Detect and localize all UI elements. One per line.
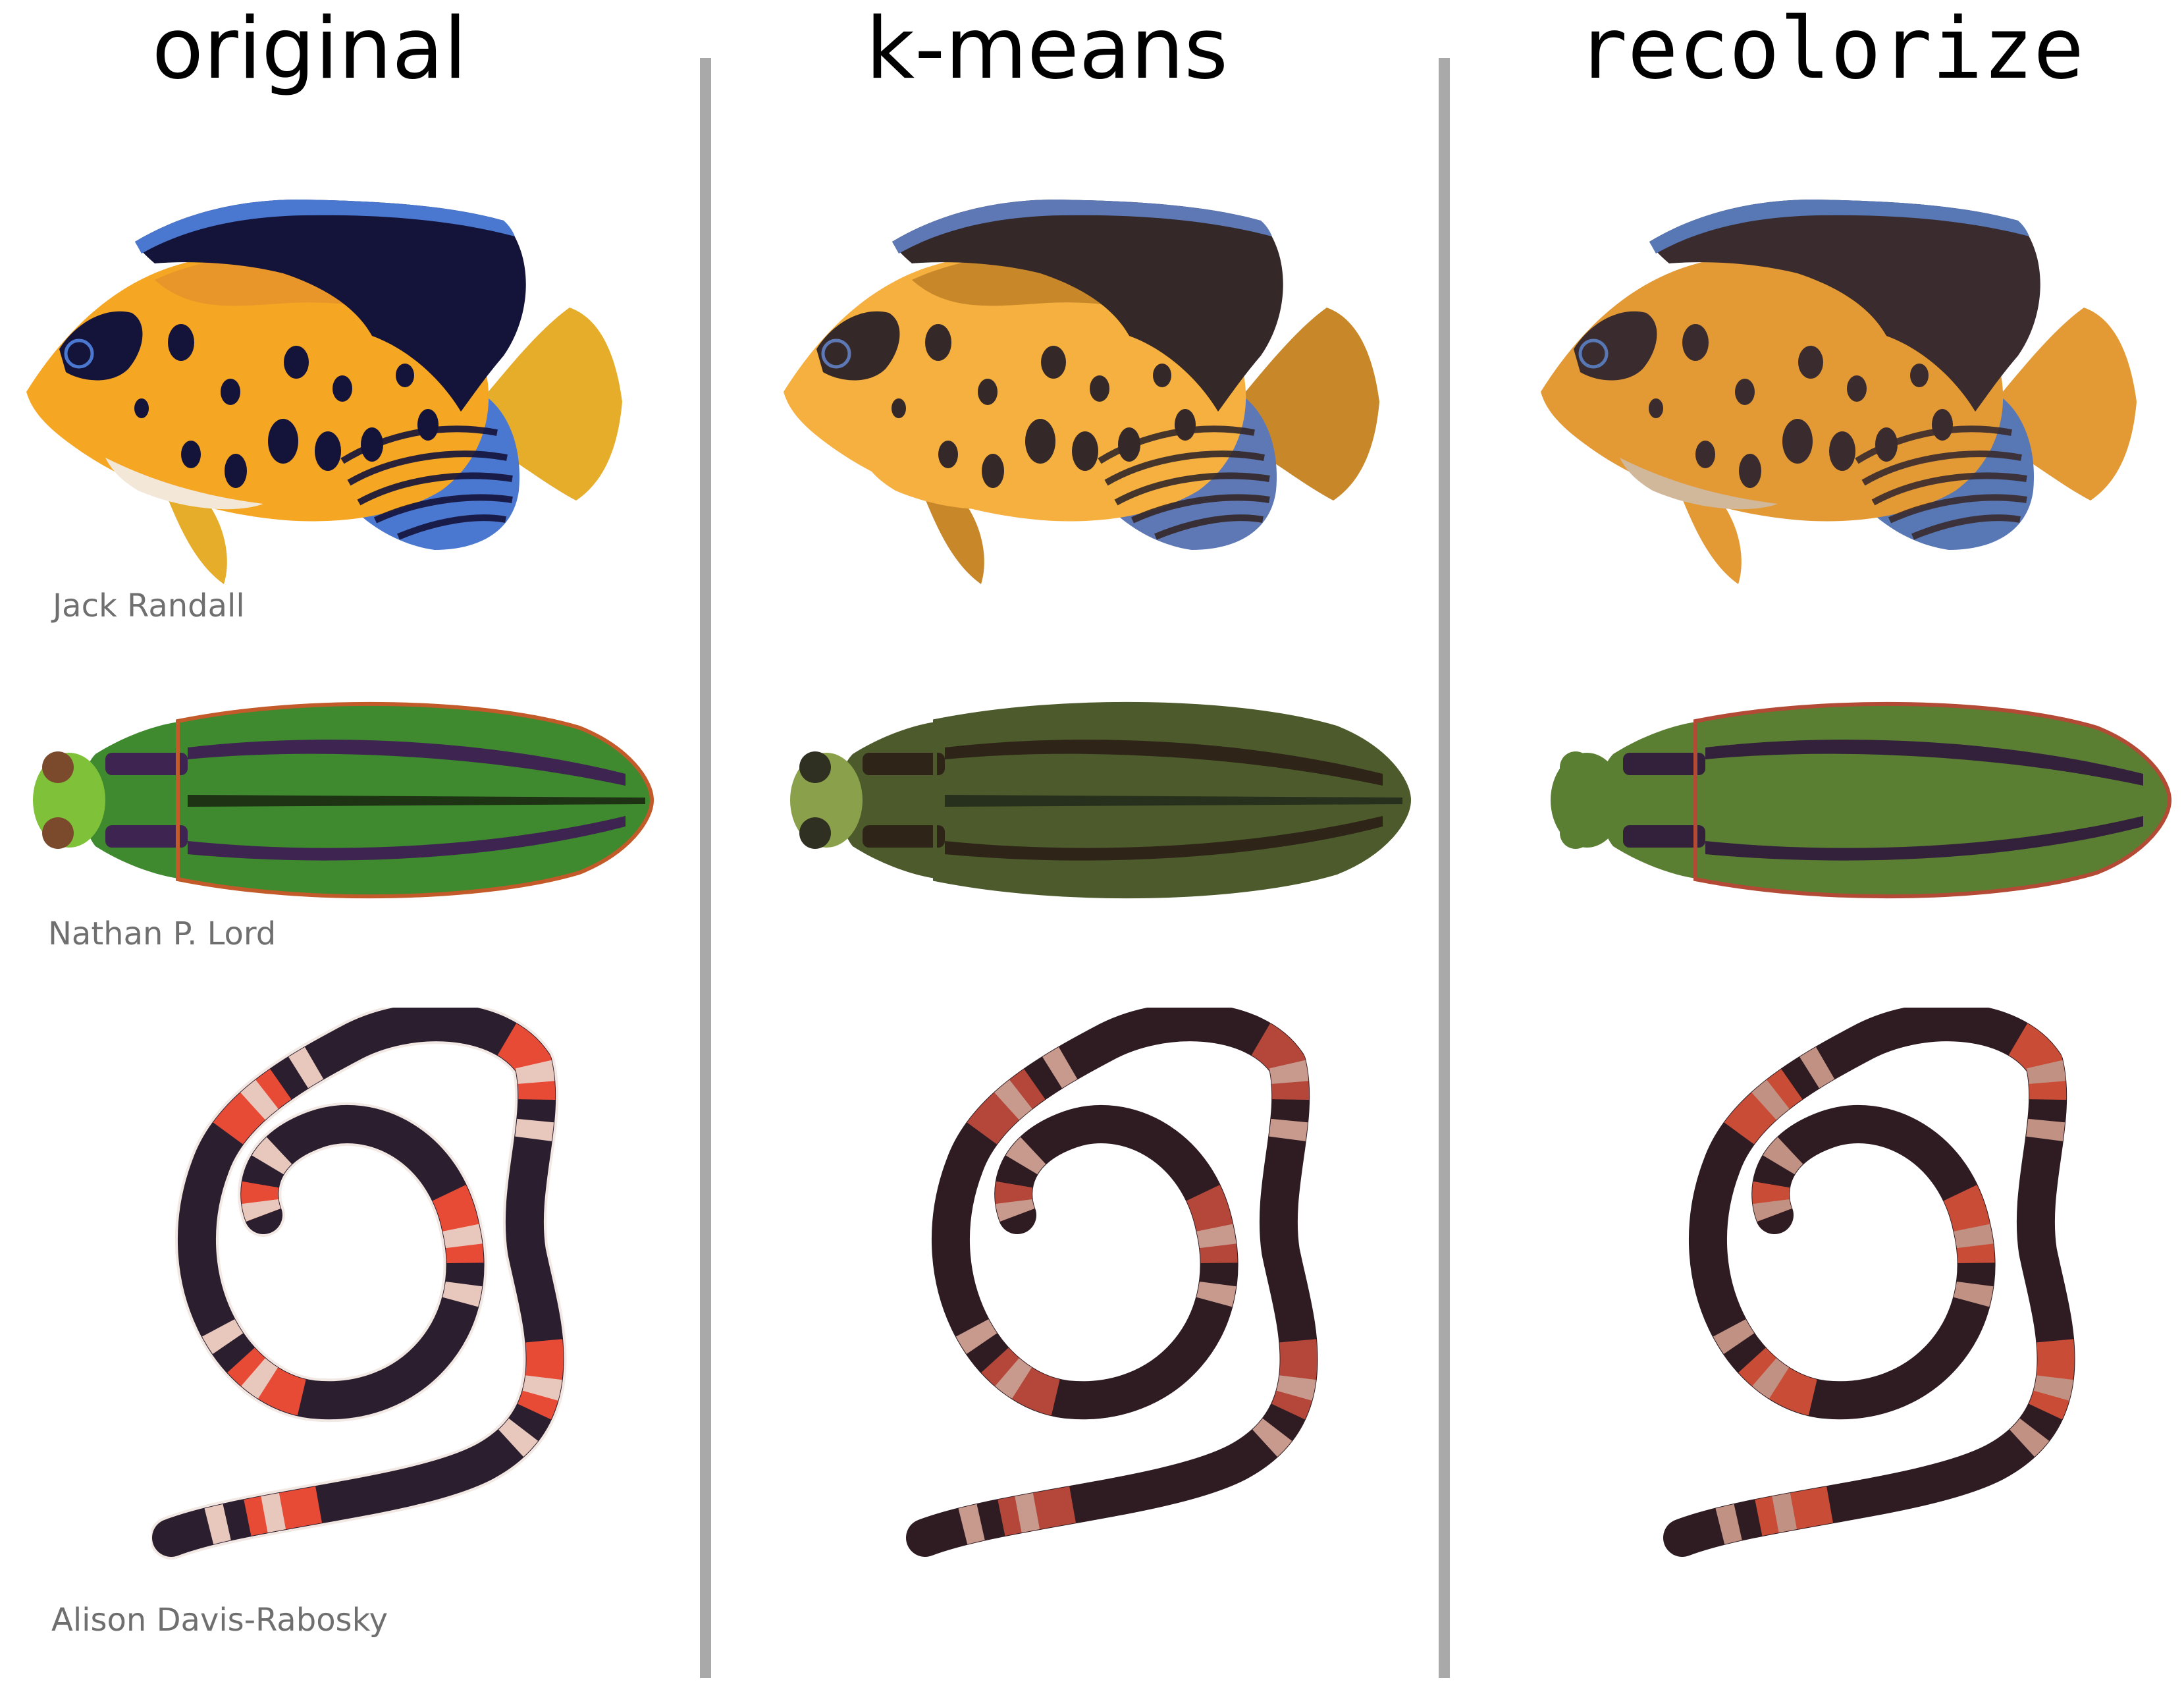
beetle-recolorize — [1551, 695, 2173, 906]
snake-recolorize — [1663, 1008, 2123, 1587]
beetle-kmeans — [790, 695, 1412, 906]
fish-original — [13, 181, 632, 589]
fish-recolorize — [1528, 181, 2146, 589]
beetle-original — [33, 695, 655, 906]
column-title-kmeans: k-means — [866, 0, 1228, 98]
column-divider-left — [700, 58, 711, 1678]
credit-fish: Jack Randall — [53, 587, 245, 624]
snake-kmeans — [905, 1008, 1366, 1587]
column-title-original: original — [151, 0, 467, 98]
column-divider-right — [1439, 58, 1450, 1678]
column-title-recolorize: recolorize — [1576, 0, 2085, 98]
fish-kmeans — [770, 181, 1389, 589]
snake-original — [151, 1008, 612, 1587]
credit-snake: Alison Davis-Rabosky — [51, 1602, 388, 1639]
credit-beetle: Nathan P. Lord — [48, 915, 277, 952]
